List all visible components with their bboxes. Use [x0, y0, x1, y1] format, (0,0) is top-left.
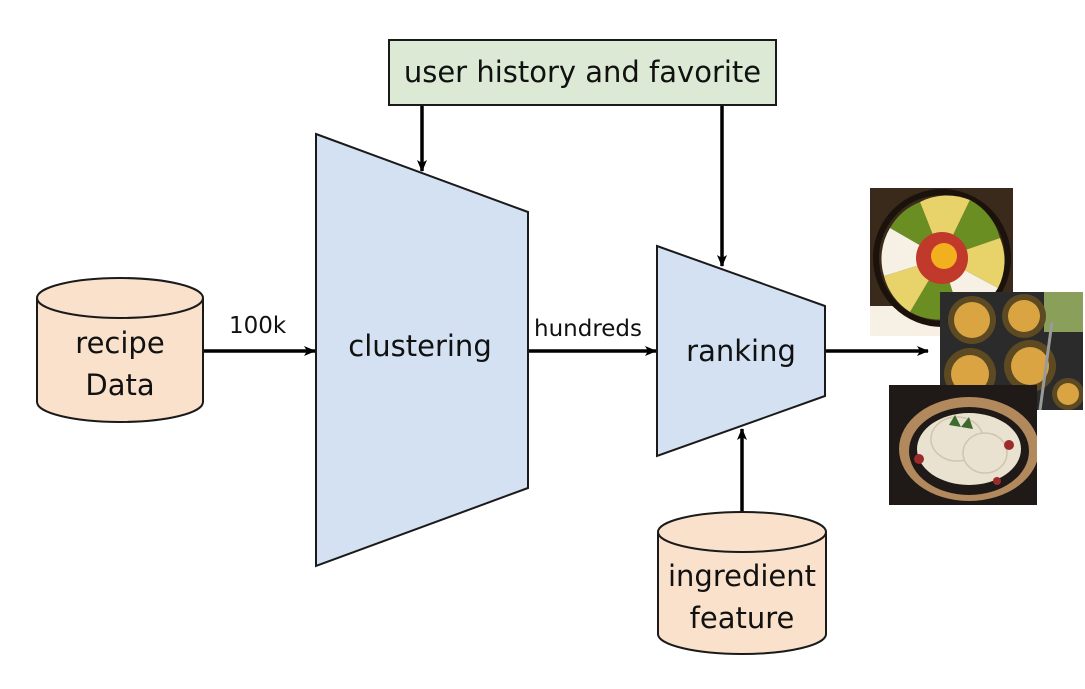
user-history-label: user history and favorite	[404, 55, 761, 89]
edge-label-100k: 100k	[229, 313, 287, 339]
ingredient-feature-label-line1: ingredient	[668, 559, 816, 593]
recipe-data-node: recipe Data	[36, 277, 204, 423]
ranking-node: ranking	[656, 244, 826, 458]
recipe-data-label-line1: recipe	[75, 326, 164, 360]
ingredient-feature-label-line2: feature	[690, 601, 795, 635]
ranking-label: ranking	[686, 334, 796, 368]
clustering-label: clustering	[348, 329, 491, 363]
edge-label-hundreds: hundreds	[534, 316, 642, 342]
user-history-node: user history and favorite	[388, 39, 777, 106]
clustering-node: clustering	[315, 132, 529, 568]
chicken-soup-photo	[889, 385, 1037, 505]
ingredient-feature-node: ingredient feature	[657, 511, 827, 655]
recipe-data-label-line2: Data	[85, 368, 154, 402]
